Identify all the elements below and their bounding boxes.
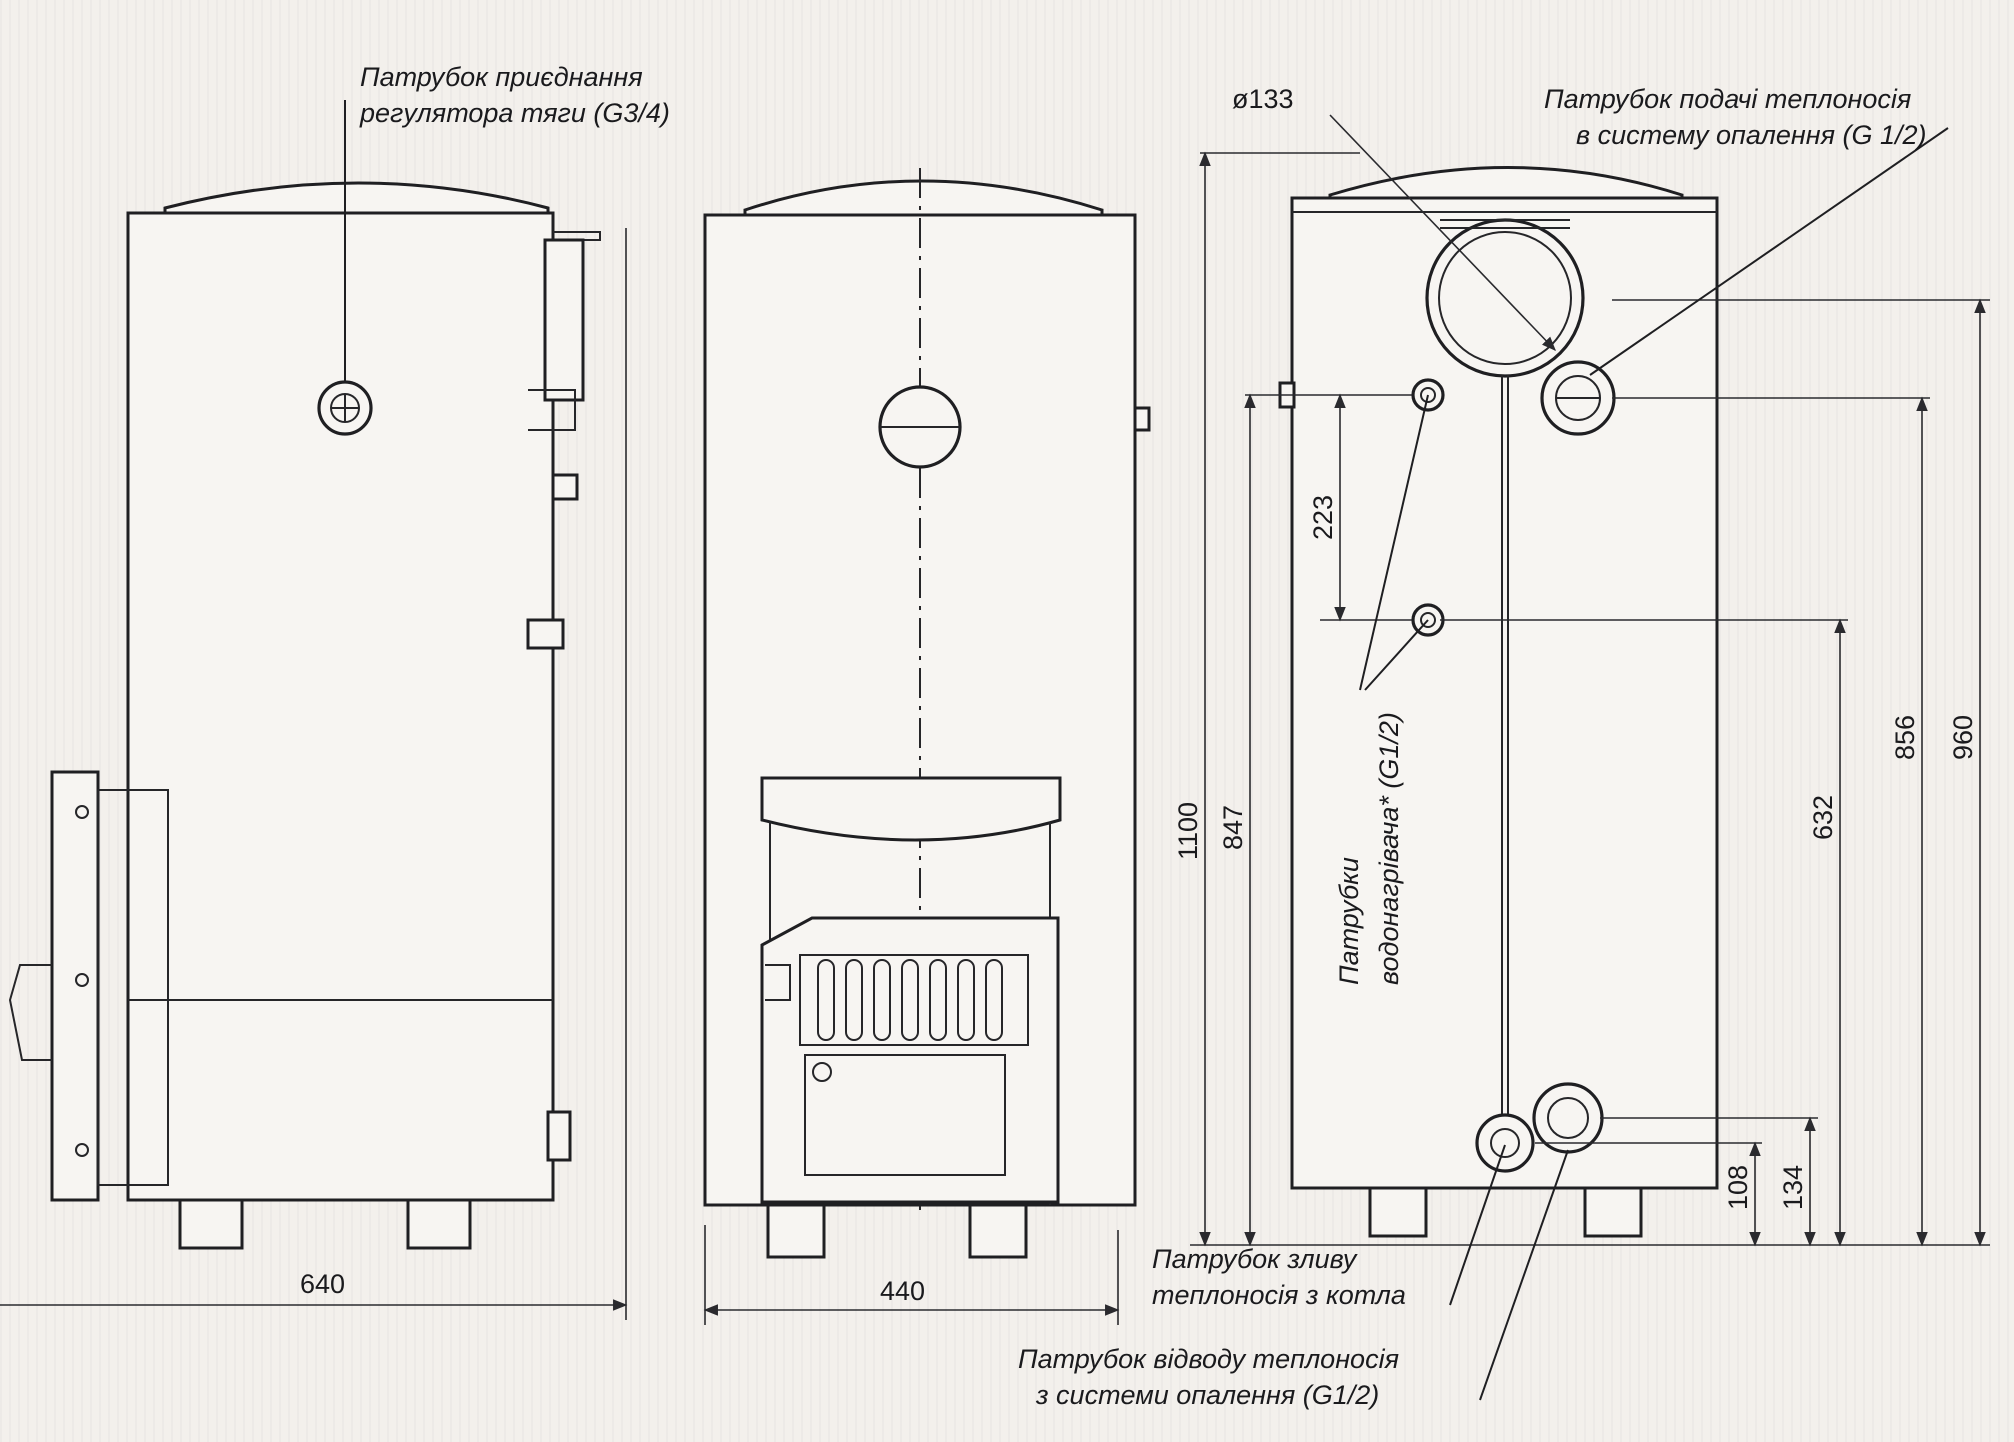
drain-label-1: Патрубок зливу	[1152, 1244, 1358, 1274]
dim-640-text: 640	[300, 1269, 345, 1299]
heater-label-1: Патрубки	[1334, 857, 1364, 985]
side-top-cap	[163, 181, 550, 222]
return-label-2: з системи опалення (G1/2)	[1035, 1380, 1379, 1410]
front-lower-door	[760, 916, 1060, 1204]
front-top-cap	[743, 179, 1104, 224]
dim-440-text: 440	[880, 1276, 925, 1306]
side-door-panel	[50, 770, 100, 1202]
dim-960-text: 960	[1948, 715, 1978, 760]
dim-632-text: 632	[1808, 795, 1838, 840]
heater-label-2: водонагрівача* (G1/2)	[1374, 712, 1404, 985]
supply-label-1: Патрубок подачі теплоносія	[1544, 84, 1911, 114]
dim-856-text: 856	[1890, 715, 1920, 760]
ash-drawer	[804, 1054, 1006, 1176]
rear-foot-right	[1583, 1186, 1643, 1238]
front-foot-left	[766, 1203, 826, 1259]
draft-regulator-label-2: регулятора тяги (G3/4)	[359, 98, 670, 128]
grate-bars	[817, 959, 1003, 1041]
dim-847-text: 847	[1218, 805, 1248, 850]
side-foot-right	[406, 1198, 472, 1250]
rear-top-cap	[1328, 166, 1684, 207]
side-body	[126, 211, 555, 1202]
dim-134-text: 134	[1778, 1165, 1808, 1210]
drain-fitting	[1475, 1113, 1535, 1173]
return-label-1: Патрубок відводу теплоносія	[1018, 1344, 1399, 1374]
front-foot-right	[968, 1203, 1028, 1259]
front-upper-door	[760, 776, 1062, 842]
dim-flue-diameter: ø133	[1232, 84, 1294, 114]
dim-223-text: 223	[1308, 495, 1338, 540]
front-view: 440	[703, 168, 1151, 1325]
draft-regulator-label-1: Патрубок приєднання	[360, 62, 643, 92]
side-foot-left	[178, 1198, 244, 1250]
side-view: 640 Патрубок приєднання регулятора тяги …	[0, 62, 670, 1320]
drain-label-2: теплоносія з котла	[1152, 1280, 1406, 1310]
supply-label-2: в систему опалення (G 1/2)	[1576, 120, 1927, 150]
side-upper-pipe	[543, 238, 585, 402]
rear-foot-left	[1368, 1186, 1428, 1238]
return-fitting	[1532, 1082, 1604, 1154]
dim-108-text: 108	[1723, 1165, 1753, 1210]
rear-view: ø133 1100 847 223 632 856 960 108 13	[1018, 84, 1990, 1410]
dim-1100-text: 1100	[1173, 802, 1203, 860]
